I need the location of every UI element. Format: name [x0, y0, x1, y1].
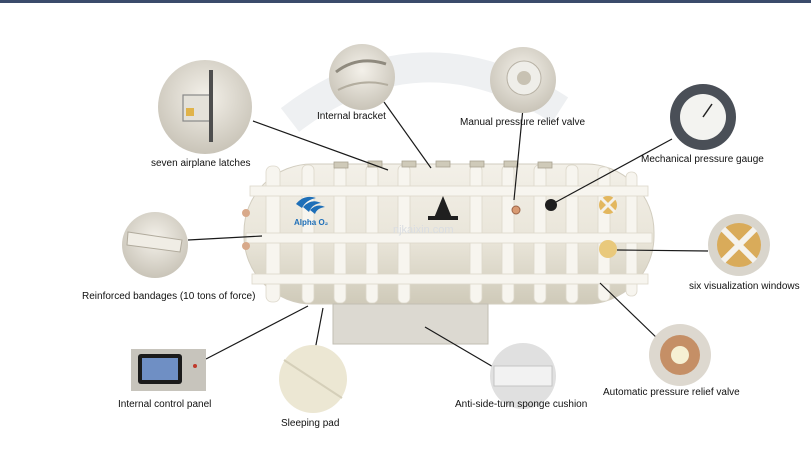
sponge-cushion-photo — [490, 343, 556, 409]
label-sleeping-pad: Sleeping pad — [281, 418, 340, 429]
airplane-latches — [333, 160, 553, 169]
gauge-knob — [545, 199, 557, 211]
label-sponge-cushion: Anti-side-turn sponge cushion — [455, 399, 588, 410]
control-panel-photo — [131, 349, 206, 391]
label-auto-valve: Automatic pressure relief valve — [603, 387, 740, 398]
label-manual-valve: Manual pressure relief valve — [460, 117, 586, 128]
callout-leader-lines — [187, 101, 709, 369]
visualization-window-photo — [708, 214, 770, 276]
reinforced-bandage-photo — [122, 212, 188, 278]
warning-triangle-icon — [434, 196, 452, 218]
airplane-latch-photo — [158, 60, 252, 154]
visualization-window-icons — [599, 196, 617, 258]
top-accent-bar — [0, 0, 811, 3]
label-internal-bracket: Internal bracket — [317, 111, 386, 122]
label-latches: seven airplane latches — [151, 158, 251, 169]
label-bandages: Reinforced bandages (10 tons of force) — [82, 291, 256, 302]
end-fitting-bottom — [242, 242, 250, 250]
label-windows: six visualization windows — [689, 281, 800, 292]
end-fitting-top — [242, 209, 250, 217]
label-control-panel: Internal control panel — [118, 399, 212, 410]
manual-valve-fitting — [511, 205, 521, 215]
internal-bracket-photo — [329, 44, 395, 110]
label-gauge: Mechanical pressure gauge — [641, 154, 764, 165]
mechanical-pressure-gauge-photo — [670, 84, 736, 150]
watermark-text: njkaixin.com — [393, 224, 454, 236]
manual-pressure-relief-valve-photo — [490, 47, 556, 113]
alpha-o2-logo-icon — [296, 196, 325, 214]
automatic-pressure-relief-valve-photo — [649, 324, 711, 386]
sleeping-pad-photo — [279, 345, 347, 413]
sponge-cushion-base — [332, 303, 489, 345]
brand-name: Alpha O₂ — [294, 218, 329, 227]
